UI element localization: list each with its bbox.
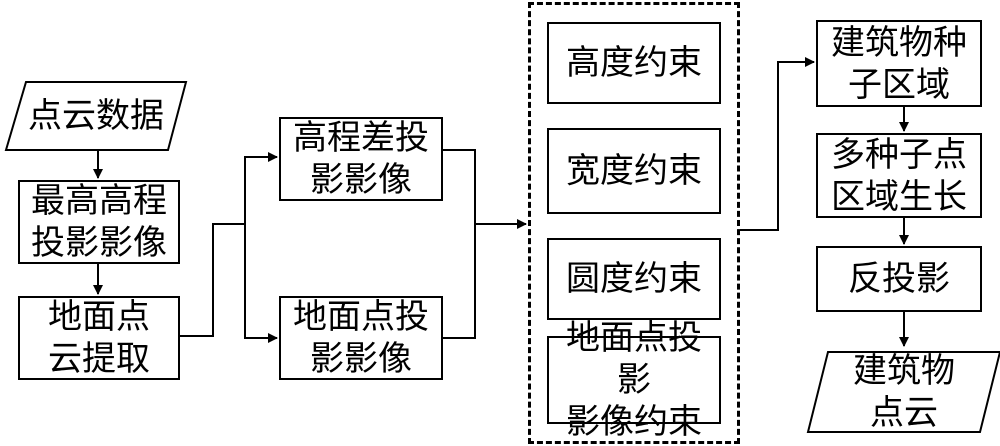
region-growing-node: 多种子点 区域生长	[816, 133, 982, 218]
back-projection-node: 反投影	[816, 246, 982, 312]
constraints-group	[528, 2, 740, 444]
ground-proj-constraint-node: 地面点投影 影像约束	[547, 318, 721, 442]
connector-ground-proj-merge	[443, 224, 476, 339]
ground-proj-node: 地面点投 影影像	[279, 296, 443, 380]
connector-elev-diff-merge	[443, 149, 476, 224]
input-parallelogram	[4, 81, 188, 151]
arrow-to-elev-diff	[244, 152, 278, 224]
elev-diff-node: 高程差投 影影像	[279, 117, 443, 201]
input-label: 点云数据	[28, 96, 164, 136]
output-label: 建筑物 点云	[853, 351, 955, 433]
connector-split	[180, 223, 245, 337]
height-constraint-node: 高度约束	[547, 22, 721, 104]
output-parallelogram	[806, 351, 1000, 433]
arrow-to-seed-region	[740, 57, 815, 231]
roundness-constraint-node: 圆度约束	[547, 238, 721, 320]
width-constraint-node: 宽度约束	[547, 128, 721, 214]
ground-extract-node: 地面点 云提取	[18, 296, 180, 380]
seed-region-node: 建筑物种 子区域	[816, 20, 982, 107]
max-elevation-node: 最高高程 投影影像	[18, 180, 180, 264]
arrow-to-ground-proj	[244, 224, 278, 343]
